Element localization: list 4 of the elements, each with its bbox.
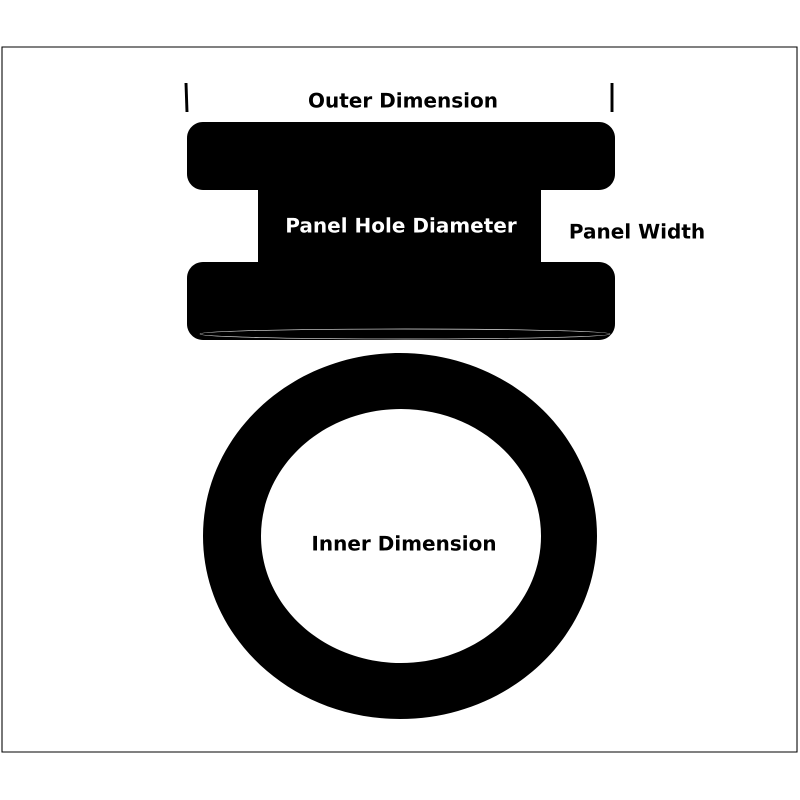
dimension-label: Inner Dimension [313, 535, 495, 551]
dimension-label: Outer Dimension [309, 92, 496, 108]
dimension-label: Panel Width [570, 223, 704, 239]
dimension-label: Panel Hole Diameter [287, 217, 517, 233]
